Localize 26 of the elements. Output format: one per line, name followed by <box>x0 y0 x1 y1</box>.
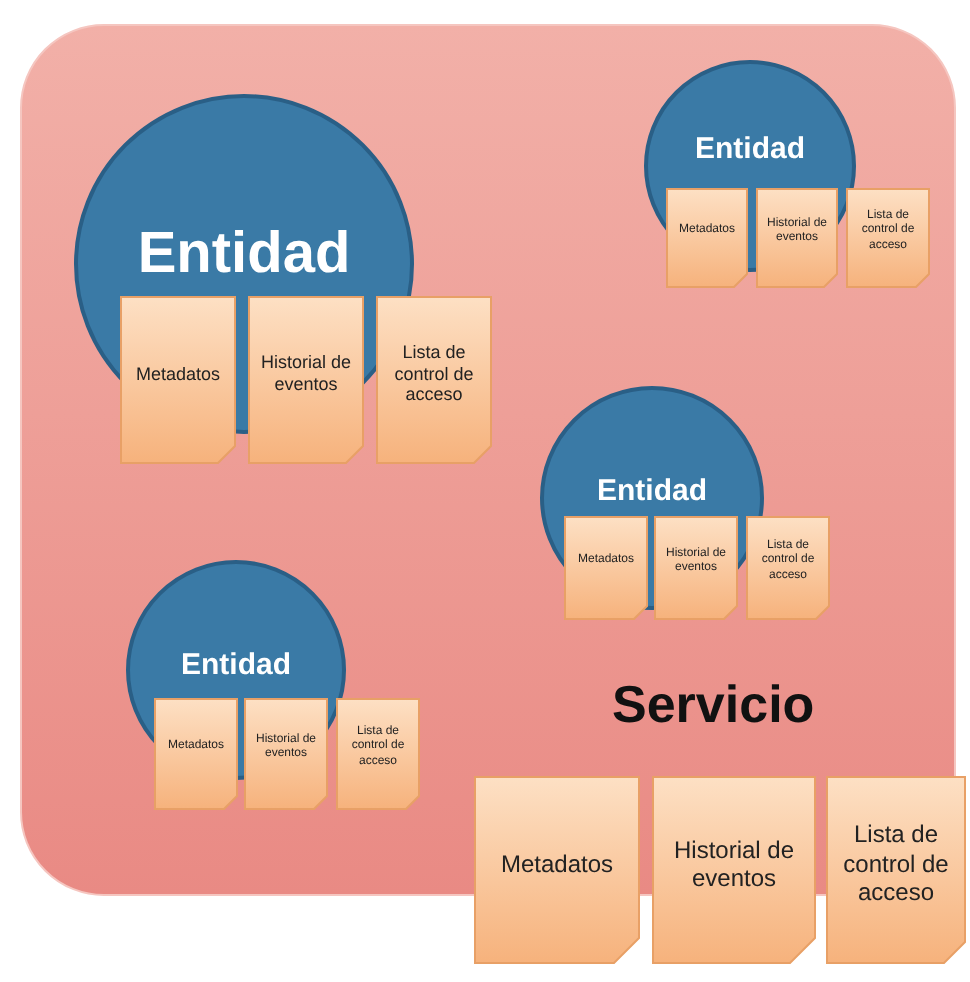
note-card <box>474 776 640 964</box>
note-card <box>654 516 738 620</box>
entity-title: Entidad <box>693 132 807 166</box>
note-label: Historial de eventos <box>258 352 354 396</box>
note-card <box>846 188 930 288</box>
note-label: Metadatos <box>135 363 221 385</box>
note-label: Lista de control de acceso <box>392 341 476 407</box>
note-card <box>120 296 236 464</box>
note-card <box>244 698 328 810</box>
note-card <box>376 296 492 464</box>
note-card <box>746 516 830 620</box>
entity-title: Entidad <box>179 648 293 682</box>
note-card <box>756 188 838 288</box>
note-card <box>826 776 966 964</box>
note-label: Historial de eventos <box>671 835 797 893</box>
note-card <box>652 776 816 964</box>
note-card <box>154 698 238 810</box>
note-card <box>336 698 420 810</box>
note-label: Metadatos <box>500 849 614 879</box>
entity-title: Entidad <box>135 222 353 288</box>
service-title: Servicio <box>612 674 815 736</box>
note-card <box>666 188 748 288</box>
note-label: Lista de control de acceso <box>841 820 951 908</box>
note-card <box>248 296 364 464</box>
entity-title: Entidad <box>595 474 709 508</box>
note-card <box>564 516 648 620</box>
